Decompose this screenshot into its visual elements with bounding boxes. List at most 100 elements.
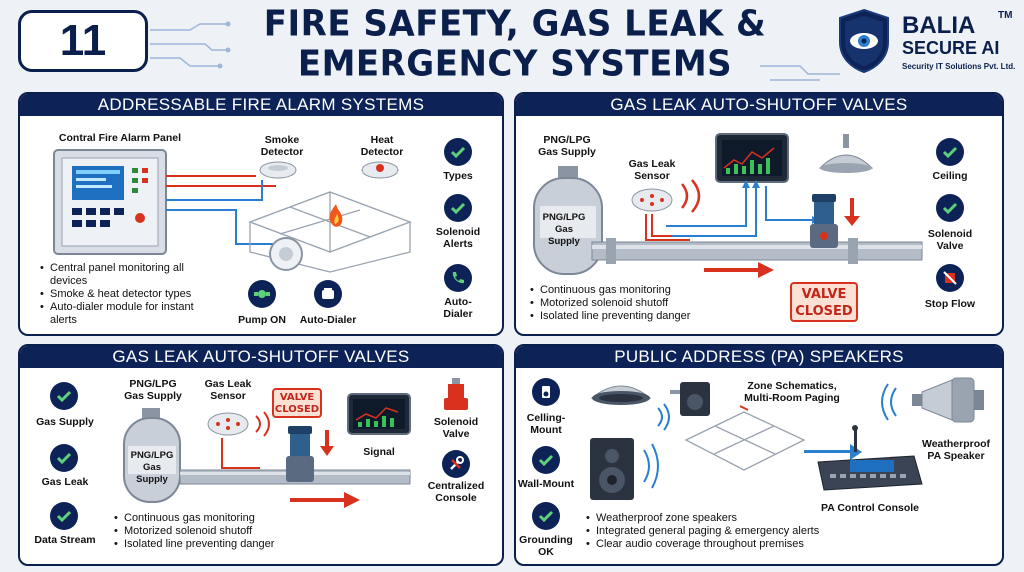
panel-fire-alarm: ADDRESSABLE FIRE ALARM SYSTEMS Contral F… (18, 92, 504, 336)
gas-cylinder-icon (533, 166, 603, 275)
bullet-item: Auto-dialer module for instant alerts (40, 301, 210, 327)
bullet-item: Motorized solenoid shutoff (530, 297, 760, 310)
panel-gas-shutoff-top: GAS LEAK AUTO-SHUTOFF VALVES PNG/LPG Gas… (514, 92, 1004, 336)
gas-sensor-label: Gas Leak Sensor (204, 378, 252, 402)
pa-console-label: PA Control Console (821, 502, 919, 514)
panel-gas-shutoff-top-title: GAS LEAK AUTO-SHUTOFF VALVES (516, 94, 1002, 116)
check-icon (532, 446, 560, 474)
solenoid-valve-red-icon (444, 378, 468, 410)
phone-call-icon (444, 264, 472, 292)
auto-dialer-label: Auto-Dialer (299, 314, 357, 326)
sound-waves-icon (643, 443, 659, 489)
cylinder-label: PNG/LPG Gas Supply (130, 450, 174, 485)
blue-data-lines (666, 180, 820, 237)
page-title: FIRE SAFETY, GAS LEAK & EMERGENCY SYSTEM… (230, 4, 800, 84)
side-label-solenoid-valve: Solenoid Valve (927, 228, 973, 252)
bullet-item: Continuous gas monitoring (530, 284, 760, 297)
building-floorplan-icon (248, 191, 412, 273)
sound-waves-icon (881, 383, 897, 421)
wall-speaker-icon (670, 382, 710, 416)
check-icon (50, 502, 78, 530)
bullet-item: Isolated line preventing danger (530, 310, 760, 323)
page-title-line1: FIRE SAFETY, GAS LEAK & (263, 3, 767, 46)
bullet-item: Motorized solenoid shutoff (114, 525, 354, 538)
gas-sensor-icon (207, 412, 249, 436)
monitor-screen-icon (715, 133, 789, 183)
wiring-lines (166, 175, 276, 245)
check-icon (444, 138, 472, 166)
heat-detector-label: Heat Detector (360, 134, 404, 158)
left-label-ceiling-mount: Celling-Mount (526, 412, 566, 436)
smoke-detector-icon (259, 161, 297, 179)
page-title-line2: EMERGENCY SYSTEMS (297, 42, 733, 85)
right-label-console: Centralized Console (427, 480, 485, 504)
bullet-item: Clear audio coverage throughout premises (586, 538, 876, 551)
left-label-gas-leak: Gas Leak (41, 476, 89, 488)
smoke-detector-label: Smoke Detector (260, 134, 304, 158)
fire-alarm-panel-icon (53, 149, 167, 255)
solenoid-valve-icon (286, 426, 314, 482)
gas-supply-label: PNG/LPG Gas Supply (538, 134, 596, 158)
bullet-item: Central panel monitoring all devices (40, 262, 210, 288)
horn-speaker-label: Weatherproof PA Speaker (921, 438, 991, 462)
panel-fire-alarm-title: ADDRESSABLE FIRE ALARM SYSTEMS (20, 94, 502, 116)
down-arrow-icon (320, 430, 334, 456)
side-label-types: Types (443, 170, 473, 182)
right-label-solenoid-valve: Solenoid Valve (433, 416, 479, 440)
panel-gas-top-bullets: Continuous gas monitoring Motorized sole… (530, 284, 760, 323)
ceiling-light-icon (818, 134, 874, 173)
stop-flow-icon (936, 264, 964, 292)
signal-waves-icon (681, 179, 701, 213)
bullet-item: Continuous gas monitoring (114, 512, 354, 525)
shield-eye-icon (839, 8, 889, 74)
pa-console-icon (817, 425, 923, 491)
left-label-grounding: Grounding OK (519, 534, 573, 558)
gas-cylinder-icon (123, 408, 181, 503)
brand-tagline: Security IT Solutions Pvt. Ltd. (902, 62, 1016, 71)
bullet-item: Integrated general paging & emergency al… (586, 525, 876, 538)
header: 11 FIRE SAFETY, GAS LEAK & EMERGENCY SYS… (0, 0, 1024, 88)
cylinder-label: PNG/LPG Gas Supply (542, 212, 586, 247)
circuit-decoration-right (760, 65, 840, 81)
brand-name: BALIA (902, 12, 976, 39)
left-label-wall-mount: Wall-Mount (517, 478, 575, 490)
pump-icon (248, 280, 276, 308)
bullet-item: Smoke & heat detector types (40, 288, 210, 301)
brand-subtitle: SECURE AI (902, 38, 1000, 58)
heat-detector-icon (361, 161, 399, 179)
left-label-gas-supply: Gas Supply (36, 416, 94, 428)
panel-pa-speakers-title: PUBLIC ADDRESS (PA) SPEAKERS (516, 346, 1002, 368)
signal-label: Signal (363, 446, 395, 458)
flow-arrow-icon (290, 492, 360, 508)
side-label-stop-flow: Stop Flow (924, 298, 976, 310)
control-panel-label: Contral Fire Alarm Panel (58, 132, 182, 144)
zone-map-icon (684, 405, 806, 471)
sounder-device-icon (269, 237, 303, 271)
pump-on-label: Pump ON (238, 314, 286, 326)
left-label-data-stream: Data Stream (34, 534, 96, 546)
side-label-solenoid: Solenoid Alerts (435, 226, 481, 250)
check-icon (936, 194, 964, 222)
side-label-ceiling: Ceiling (932, 170, 968, 182)
section-number: 11 (18, 10, 148, 72)
check-icon (50, 382, 78, 410)
circuit-decoration-left (150, 21, 231, 69)
gas-supply-label: PNG/LPG Gas Supply (124, 378, 182, 402)
valve-closed-tag: VALVE CLOSED (272, 388, 322, 418)
check-icon (444, 194, 472, 222)
brand-trademark: TM (998, 10, 1013, 21)
ceiling-speaker-icon (590, 385, 652, 405)
signal-monitor-icon (347, 393, 411, 435)
brand-logo: BALIA TM SECURE AI Security IT Solutions… (838, 8, 1018, 78)
check-icon (936, 138, 964, 166)
panel-pa-bullets: Weatherproof zone speakers Integrated ge… (586, 512, 876, 551)
sound-waves-icon (657, 403, 670, 431)
solenoid-valve-icon (810, 194, 838, 248)
side-label-dialer: Auto-Dialer (443, 296, 473, 320)
panel-gas-shutoff-bottom-title: GAS LEAK AUTO-SHUTOFF VALVES (20, 346, 502, 368)
panel-gas-bottom-bullets: Continuous gas monitoring Motorized sole… (114, 512, 354, 551)
panel-gas-shutoff-bottom: GAS LEAK AUTO-SHUTOFF VALVES Gas Supply … (18, 344, 504, 566)
panel-fire-alarm-bullets: Central panel monitoring all devices Smo… (40, 262, 210, 327)
bullet-item: Weatherproof zone speakers (586, 512, 876, 525)
